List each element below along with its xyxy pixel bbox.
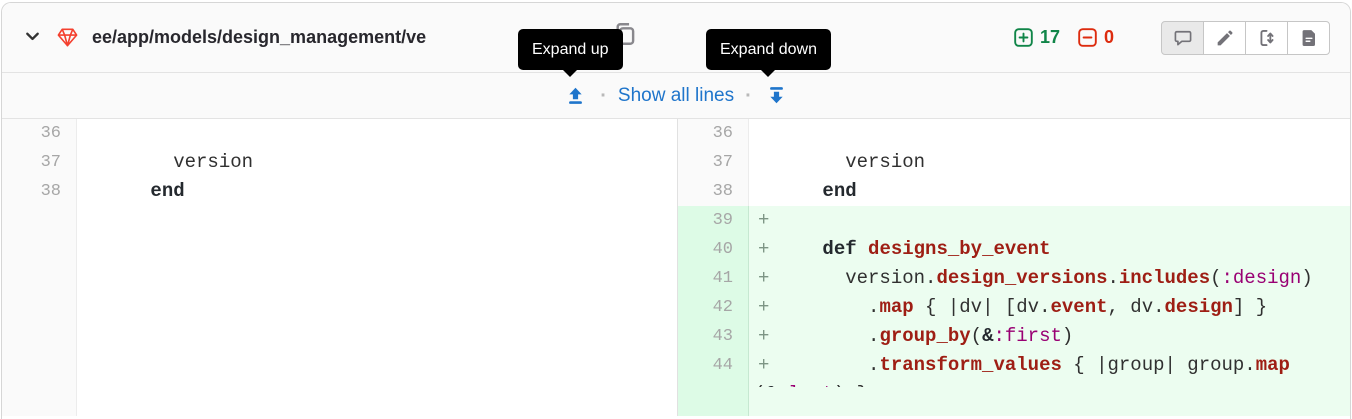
diff-line-row: 42+ .map { |dv| [dv.event, dv.design] } [678, 293, 1350, 322]
line-number-gutter [2, 206, 77, 416]
chevron-down-icon [24, 28, 41, 48]
code-line: + .group_by(&:first) [749, 322, 1350, 351]
diff-stats: 17 0 [1014, 27, 1114, 48]
file-actions-button-group [1161, 20, 1330, 55]
expand-up-icon [566, 86, 585, 105]
plus-box-icon [1014, 28, 1033, 47]
diff-line-row: 36 [678, 119, 1350, 148]
line-number-gutter [678, 387, 749, 416]
addition-sign: + [758, 296, 770, 318]
diff-line-row: 39 + [678, 206, 1350, 235]
line-number[interactable]: 38 [2, 177, 77, 206]
code-line [77, 119, 677, 148]
diff-line-row: 36 [2, 119, 677, 148]
line-number[interactable]: 40 [678, 235, 749, 264]
edit-file-button[interactable] [1203, 20, 1246, 55]
expand-lines-bar: · Show all lines · [2, 73, 1350, 119]
line-number[interactable]: 39 [678, 206, 749, 235]
compare-versions-button[interactable] [1245, 20, 1288, 55]
line-number[interactable]: 37 [678, 148, 749, 177]
deletions-count: 0 [1103, 27, 1114, 47]
line-number[interactable]: 36 [2, 119, 77, 148]
deletions-stat: 0 [1078, 27, 1114, 48]
additions-count: 17 [1039, 27, 1060, 47]
line-number[interactable]: 38 [678, 177, 749, 206]
file-path-link[interactable]: ee/app/models/design_management/ve [92, 27, 427, 47]
code-line: + .map { |dv| [dv.event, dv.design] } [749, 293, 1350, 322]
compare-versions-icon [1257, 28, 1277, 48]
line-number[interactable]: 36 [678, 119, 749, 148]
code-area [77, 206, 677, 416]
diff-line-row: 38 end [2, 177, 677, 206]
code-line: + [749, 206, 1350, 235]
diff-file-header: ee/app/models/design_management/ve 17 0 [2, 3, 1350, 73]
code-line: + def designs_by_event [749, 235, 1350, 264]
pencil-icon [1215, 28, 1235, 48]
diff-filler-row [678, 387, 1350, 416]
diff-line-row: 37 version [2, 148, 677, 177]
expand-down-button[interactable] [763, 84, 790, 107]
code-line: + version.design_versions.includes(:desi… [749, 264, 1350, 293]
minus-box-icon [1078, 28, 1097, 47]
separator-dot: · [745, 84, 752, 107]
comment-icon [1173, 28, 1193, 48]
diff-line-row: 37 version [678, 148, 1350, 177]
expand-down-tooltip: Expand down [706, 29, 831, 78]
toggle-comments-button[interactable] [1161, 20, 1204, 55]
addition-sign: + [758, 209, 770, 231]
code-area [749, 387, 1350, 416]
diff-line-row: 40+ def designs_by_event [678, 235, 1350, 264]
separator-dot: · [600, 84, 607, 107]
code-line: version [82, 151, 254, 173]
expand-down-icon [767, 86, 786, 105]
line-number[interactable]: 42 [678, 293, 749, 322]
diff-line-row: 44+ .transform_values { |group| group.ma… [678, 351, 1350, 409]
line-number[interactable]: 37 [2, 148, 77, 177]
line-number[interactable]: 41 [678, 264, 749, 293]
addition-sign: + [758, 325, 770, 347]
expand-up-button[interactable] [562, 84, 589, 107]
file-document-icon [1299, 28, 1319, 48]
addition-sign: + [758, 238, 770, 260]
diff-line-row: 38 end [678, 177, 1350, 206]
code-line: end [822, 180, 857, 202]
view-file-button[interactable] [1287, 20, 1330, 55]
line-number[interactable]: 43 [678, 322, 749, 351]
expand-up-tooltip: Expand up [518, 29, 623, 78]
diff-line-row: 43+ .group_by(&:first) [678, 322, 1350, 351]
code-line: version [754, 151, 926, 173]
diff-filler-row [2, 206, 677, 416]
addition-sign: + [758, 354, 770, 376]
additions-stat: 17 [1014, 27, 1060, 48]
code-line: end [150, 180, 185, 202]
collapse-file-button[interactable] [22, 26, 43, 50]
addition-sign: + [758, 267, 770, 289]
code-line [749, 119, 1350, 148]
show-all-lines-link[interactable]: Show all lines [617, 84, 735, 106]
ruby-gem-icon [56, 26, 79, 49]
diff-line-row: 41+ version.design_versions.includes(:de… [678, 264, 1350, 293]
